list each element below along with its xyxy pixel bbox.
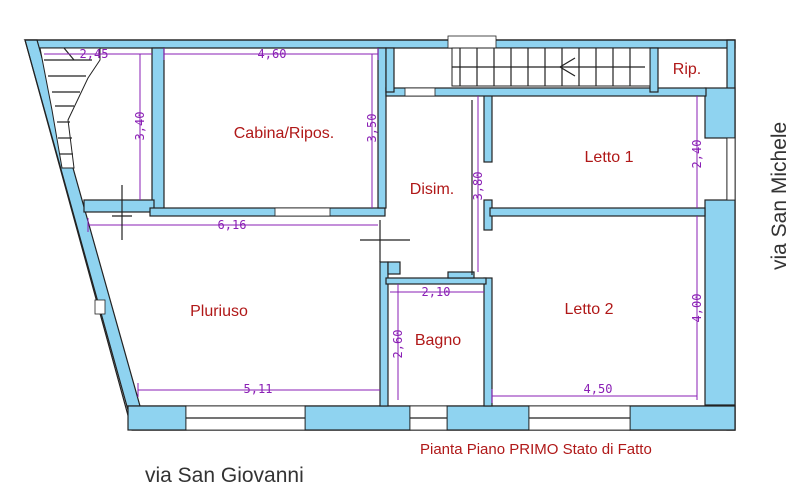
- dimension-label-4-00: 4,00: [690, 294, 704, 323]
- dimension-label-5-11: 5,11: [244, 382, 273, 396]
- room-label-letto1: Letto 1: [585, 149, 634, 166]
- dimension-lines: [44, 48, 698, 403]
- street-label-south: via San Giovanni: [145, 464, 304, 487]
- outer-walls: [23, 35, 736, 431]
- room-label-cabina: Cabina/Ripos.: [234, 125, 335, 142]
- dimension-label-2-10: 2,10: [422, 285, 451, 299]
- dimension-label-3-40: 3,40: [133, 112, 147, 141]
- room-label-disim: Disim.: [410, 181, 454, 198]
- dimension-label-2-60: 2,60: [391, 330, 405, 359]
- room-label-bagno: Bagno: [415, 332, 461, 349]
- room-label-letto2: Letto 2: [565, 301, 614, 318]
- stairs-top: [451, 47, 651, 87]
- dimension-label-4-60: 4,60: [258, 47, 287, 61]
- plan-caption: Pianta Piano PRIMO Stato di Fatto: [420, 441, 652, 458]
- interior-walls: [83, 47, 707, 407]
- room-label-pluriuso: Pluriuso: [190, 303, 248, 320]
- dimension-label-2-40: 2,40: [690, 140, 704, 169]
- dimension-label-3-80: 3,80: [471, 172, 485, 201]
- dimension-label-6-16: 6,16: [218, 218, 247, 232]
- cross-marks: [112, 185, 410, 262]
- dimension-label-4-50: 4,50: [584, 382, 613, 396]
- stairs-left: [39, 47, 101, 169]
- street-label-east: via San Michele: [768, 122, 791, 270]
- dimension-label-3-50: 3,50: [365, 114, 379, 143]
- room-label-rip: Rip.: [673, 61, 701, 78]
- dimension-label-2-45: 2,45: [80, 47, 109, 61]
